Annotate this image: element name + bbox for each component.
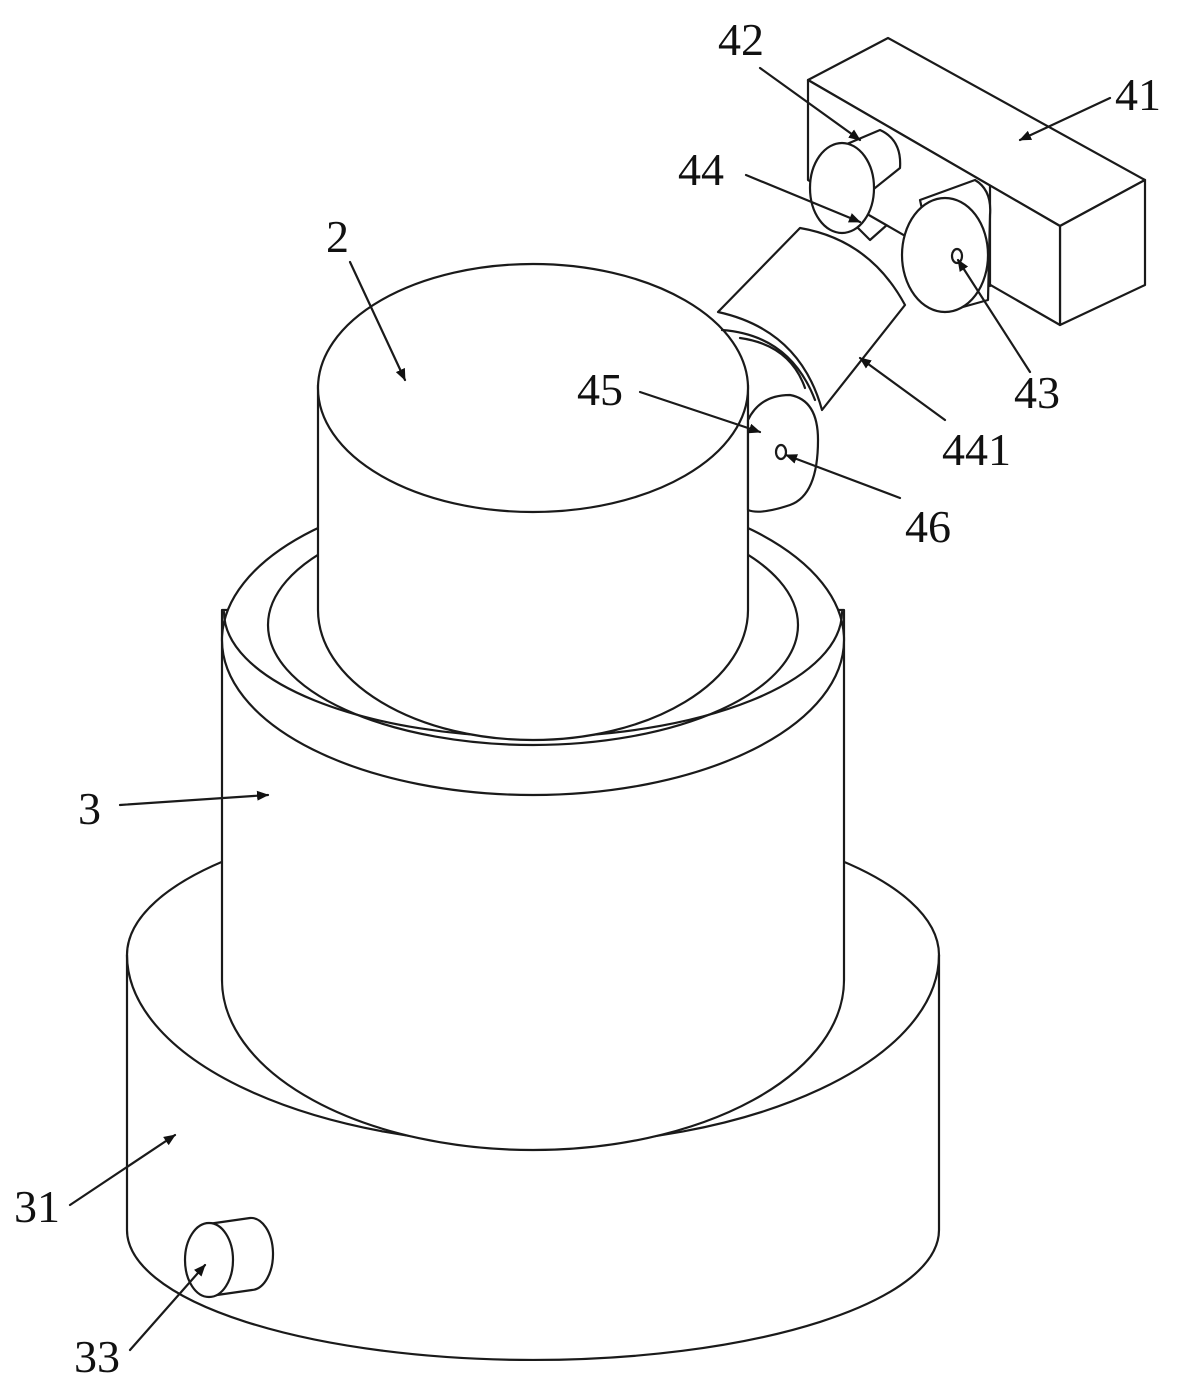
rotary-joint — [746, 393, 820, 513]
label-33: 33 — [74, 1331, 120, 1382]
leader-3 — [118, 790, 270, 807]
leader-lines — [68, 66, 1112, 1352]
knob — [183, 1216, 275, 1299]
leader-441 — [858, 356, 947, 422]
label-441: 441 — [942, 424, 1011, 475]
label-45: 45 — [577, 364, 623, 415]
leader-45 — [638, 390, 762, 434]
leader-42 — [758, 66, 862, 142]
label-44: 44 — [678, 144, 724, 195]
label-41: 41 — [1115, 69, 1161, 120]
top-cylinder — [316, 262, 750, 742]
leader-46 — [784, 453, 902, 500]
leader-44 — [744, 173, 862, 224]
label-2: 2 — [326, 211, 349, 262]
label-43: 43 — [1014, 367, 1060, 418]
leader-33 — [128, 1263, 207, 1352]
right-bearing — [900, 178, 992, 314]
leader-31 — [68, 1133, 177, 1207]
leader-43 — [956, 258, 1032, 374]
left-bearing — [808, 128, 902, 235]
label-3: 3 — [78, 783, 101, 834]
label-46: 46 — [905, 501, 951, 552]
reference-labels: 2 3 31 33 41 42 43 44 441 45 46 — [14, 14, 1161, 1382]
label-42: 42 — [718, 14, 764, 65]
leader-2 — [348, 260, 407, 382]
label-31: 31 — [14, 1181, 60, 1232]
leader-41 — [1018, 96, 1112, 142]
